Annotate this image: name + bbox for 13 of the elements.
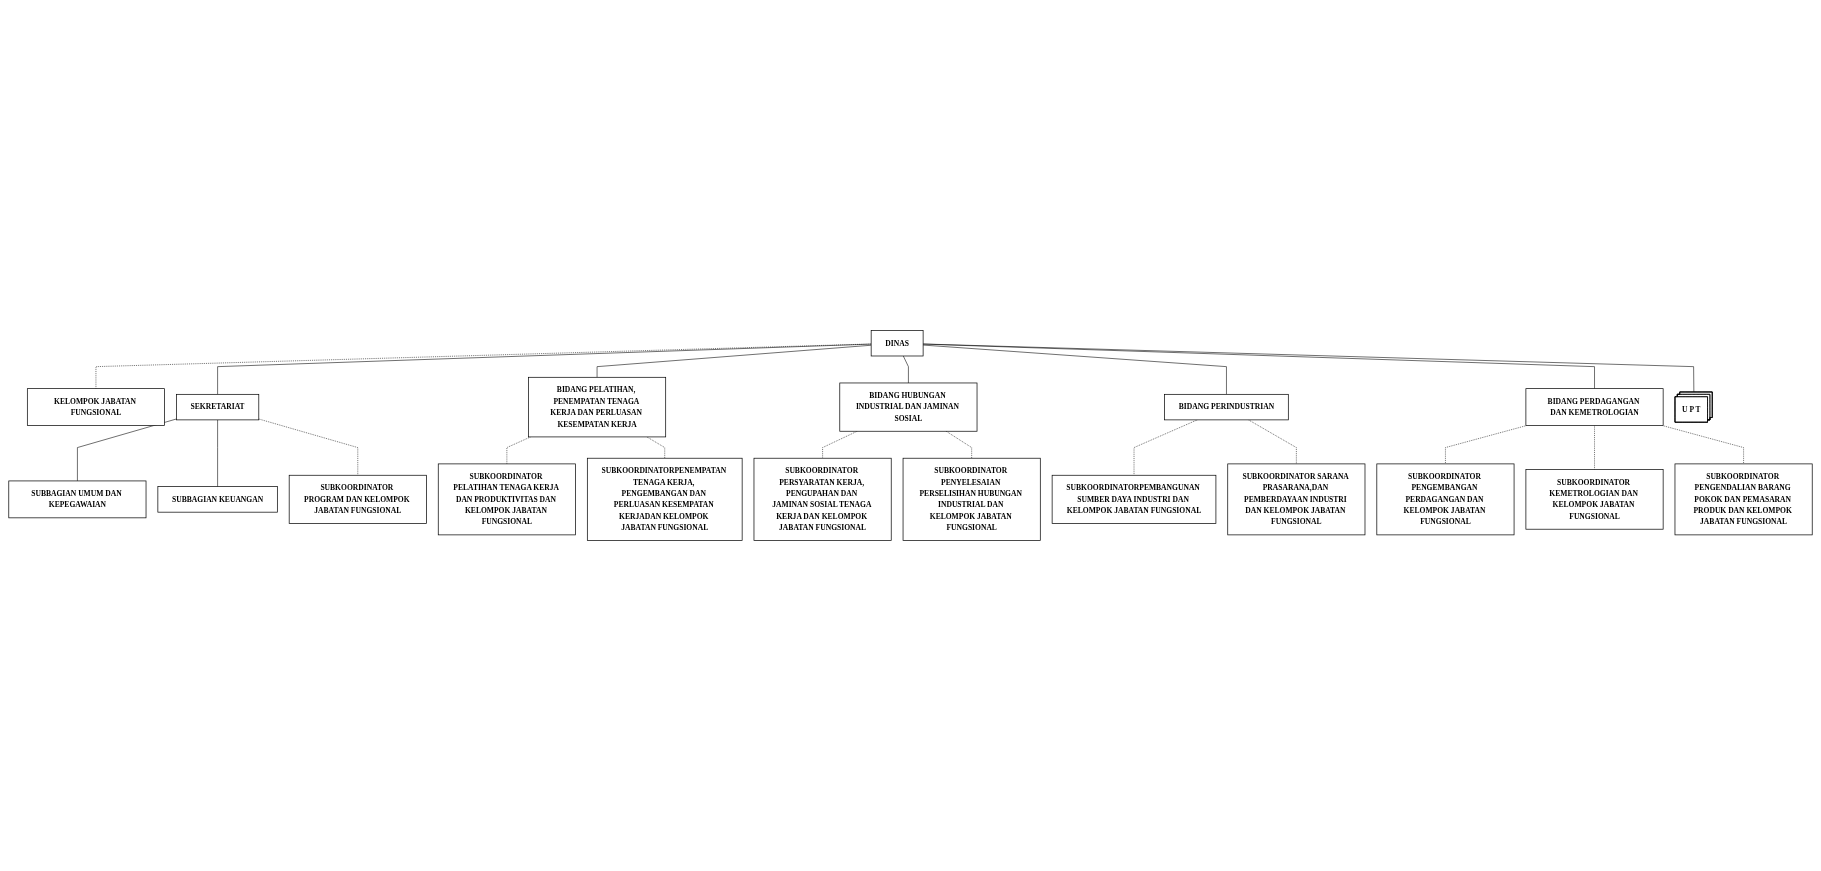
connector xyxy=(217,419,218,487)
connector xyxy=(258,418,359,476)
connector xyxy=(95,343,872,389)
connector xyxy=(77,418,177,482)
connector xyxy=(217,343,872,395)
connector xyxy=(1594,425,1595,470)
connector xyxy=(945,430,972,459)
connector xyxy=(922,344,1227,395)
connector xyxy=(1445,425,1527,465)
connector xyxy=(1662,425,1744,465)
connector xyxy=(596,344,872,378)
connector xyxy=(903,355,909,384)
connector xyxy=(922,343,1695,393)
